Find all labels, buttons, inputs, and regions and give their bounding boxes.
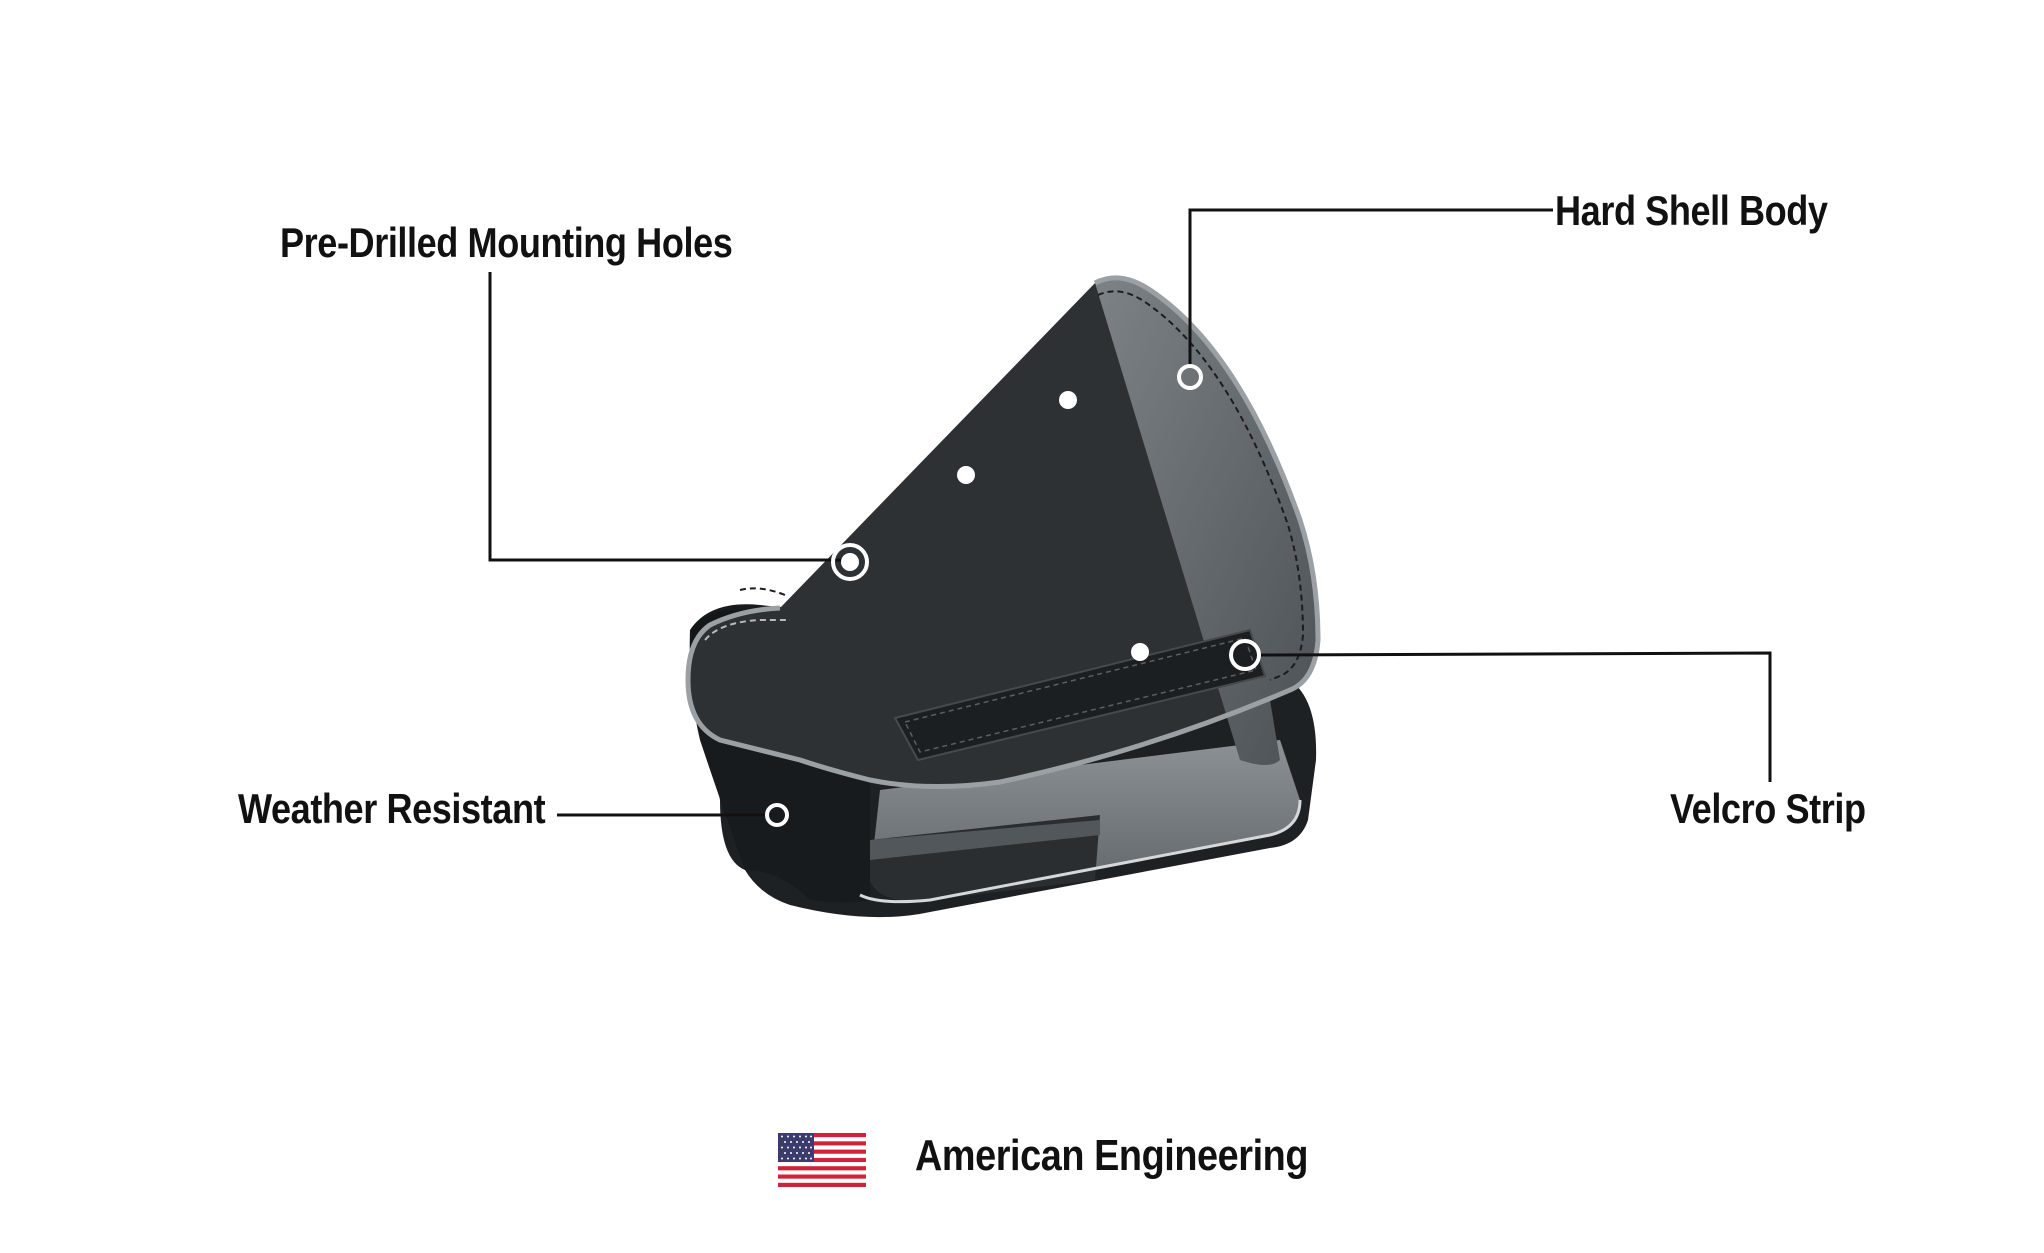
label-velcro-strip: Velcro Strip [1670, 785, 1866, 832]
mounting-hole [1131, 643, 1149, 661]
mounting-hole [957, 466, 975, 484]
mounting-hole [1059, 391, 1077, 409]
leader-line-velcro [1257, 651, 1772, 782]
label-hard-shell-body: Hard Shell Body [1555, 187, 1828, 234]
label-weather-resistant: Weather Resistant [238, 785, 546, 832]
velcro-strip [893, 628, 1267, 762]
footer-american-engineering: American Engineering [915, 1131, 1309, 1180]
velcro-strip-stitching [903, 637, 1257, 753]
us-flag-icon [778, 1133, 866, 1187]
callout-dot-mounting [841, 553, 859, 571]
label-mounting-holes: Pre-Drilled Mounting Holes [280, 219, 733, 266]
callout-marker-shell [1177, 364, 1203, 390]
bag-bottom-outline [859, 799, 1302, 904]
bag-lid-trim [685, 275, 1321, 790]
leader-line-shell [1188, 208, 1553, 365]
callout-marker-mounting [831, 543, 869, 581]
callout-marker-velcro [1229, 639, 1261, 671]
bag-lid-side-panel [1095, 277, 1318, 765]
leader-line-mounting [488, 272, 850, 562]
callout-marker-weather [765, 803, 789, 827]
